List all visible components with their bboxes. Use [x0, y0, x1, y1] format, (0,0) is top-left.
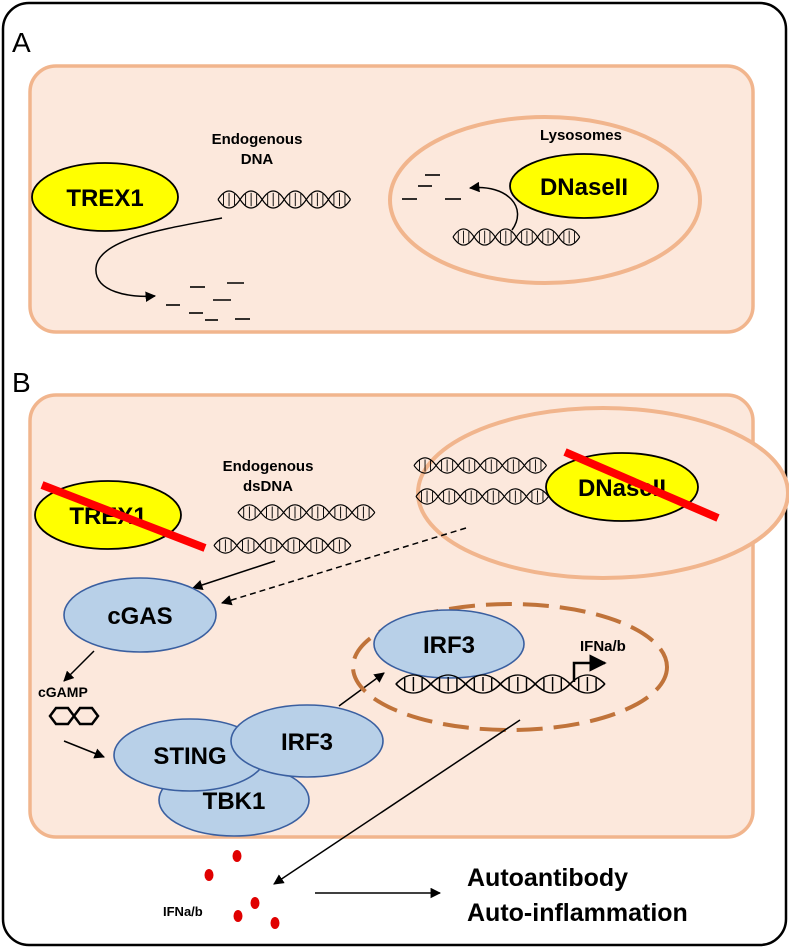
secreted-ifn-dots: [204, 850, 280, 929]
outcome-auto-inflammation: Auto-inflammation: [467, 899, 688, 927]
outcome-autoantibody: Autoantibody: [467, 864, 628, 892]
dsdna-to-cgas-arrow: [192, 560, 276, 591]
irf3-cytoplasm-protein: [230, 704, 384, 778]
cgas-to-cgamp-arrow: [63, 650, 95, 682]
panel-a-dnase-label: DNaseII: [540, 174, 628, 201]
cgas-label: cGAS: [107, 603, 172, 630]
panel-a-lysosome-fragments: [402, 174, 461, 200]
lysosome-dna-to-cgas-arrow: [220, 527, 467, 606]
cgamp-to-sting-arrow: [63, 740, 105, 759]
ifn-secreted-label: IFNa/b: [163, 904, 203, 919]
panel-b-endo-dsdna-label-2: dsDNA: [243, 478, 293, 495]
ifn-promoter-arrow: [572, 654, 607, 682]
panel-b-dnase-knockout-mark: [563, 448, 720, 522]
irf3-nucleus-protein: [373, 609, 525, 679]
ifn-secretion-arrow: [273, 719, 521, 885]
panel-b-trex1-knockout-mark: [40, 481, 207, 552]
panel-a-trex1: [31, 162, 179, 232]
panel-a-endo-dna-label-2: DNA: [241, 151, 274, 168]
panel-a-lysosomes-label: Lysosomes: [540, 127, 622, 144]
panel-a-letter: A: [12, 27, 31, 58]
panel-b-endo-dsdna-label-1: Endogenous: [223, 458, 314, 475]
cgamp-molecule-icon: [48, 706, 100, 726]
nucleus: [351, 602, 669, 732]
tbk1-label: TBK1: [203, 788, 266, 815]
panel-a-trex1-label: TREX1: [66, 185, 143, 212]
panel-a-endo-dna-label-1: Endogenous: [212, 131, 303, 148]
irf3-nucleus-label: IRF3: [423, 632, 475, 659]
panel-b-letter: B: [12, 367, 31, 398]
cgas-protein: [63, 577, 217, 653]
cgamp-label: cGAMP: [38, 684, 88, 700]
panel-a-trex1-degradation-arrow: [95, 217, 223, 302]
ifn-gene-label: IFNa/b: [580, 638, 626, 655]
panel-a-dnase-degradation-arrow: [468, 181, 519, 231]
panel-b-dnase: [545, 452, 699, 522]
panel-a-dna-fragments: [166, 282, 250, 321]
panel-a-dnase: [509, 153, 659, 219]
sting-label: STING: [153, 743, 226, 770]
irf3-cytoplasm-label: IRF3: [281, 729, 333, 756]
